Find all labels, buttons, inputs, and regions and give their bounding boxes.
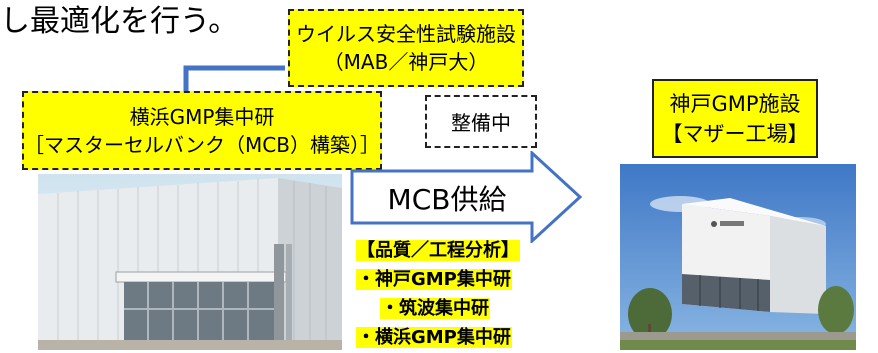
quality-item-kobe: ・神戸GMP集中研 xyxy=(356,269,512,290)
mcb-supply-arrow xyxy=(350,151,583,243)
kobe-facility-name: 神戸GMP施設 xyxy=(669,91,801,116)
kobe-facility-role: 【マザー工場】 xyxy=(661,121,809,146)
connector-line xyxy=(183,65,285,94)
virus-facility-box: ウイルス安全性試験施設 （MAB／神戸大） xyxy=(288,9,524,87)
quality-analysis-title: 【品質／工程分析】 xyxy=(356,240,520,261)
yokohama-facility-name: 横浜GMP集中研 xyxy=(129,104,275,129)
quality-analysis-list: 【品質／工程分析】 ・神戸GMP集中研 ・筑波集中研 ・横浜GMP集中研 xyxy=(356,236,536,352)
virus-facility-org: （MAB／神戸大） xyxy=(323,50,489,74)
virus-facility-name: ウイルス安全性試験施設 xyxy=(296,22,516,46)
quality-item-tsukuba: ・筑波集中研 xyxy=(380,298,490,319)
kobe-building-photo xyxy=(620,164,856,350)
under-construction-label: 整備中 xyxy=(451,111,511,135)
mcb-supply-label: MCB供給 xyxy=(387,183,507,216)
kobe-facility-box: 神戸GMP施設 【マザー工場】 xyxy=(652,79,818,158)
headline-text: し最適化を行う。 xyxy=(0,4,239,39)
yokohama-facility-box: 横浜GMP集中研 ［マスターセルバンク（MCB）構築）］ xyxy=(22,91,382,170)
quality-item-yokohama: ・横浜GMP集中研 xyxy=(356,327,512,348)
yokohama-facility-role: ［マスターセルバンク（MCB）構築）］ xyxy=(24,132,380,157)
yokohama-building-photo xyxy=(38,174,342,350)
under-construction-box: 整備中 xyxy=(425,95,537,148)
